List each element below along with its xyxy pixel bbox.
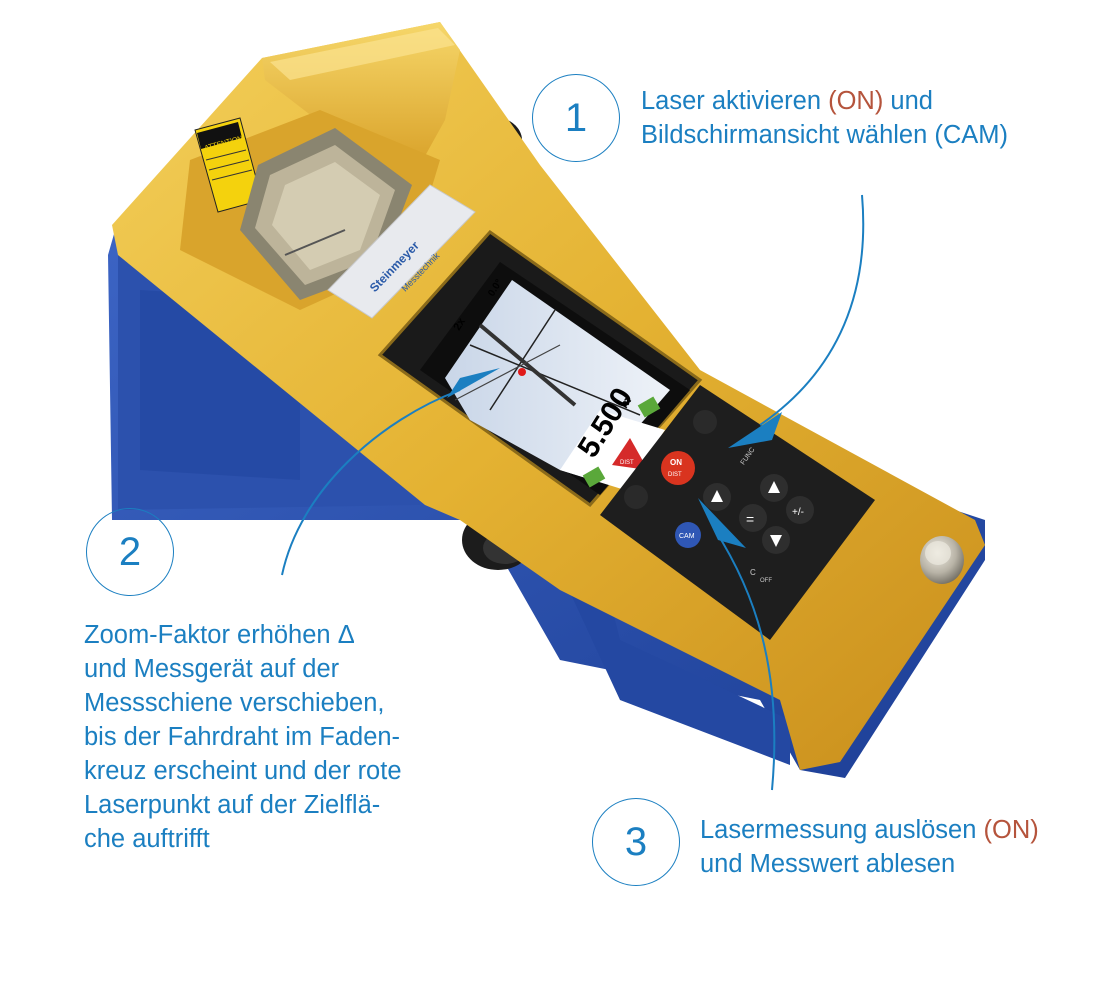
softkey-right[interactable]	[693, 410, 717, 434]
step2-line: Messschiene verschieben,	[84, 689, 385, 717]
step2-number: 2	[118, 529, 142, 574]
mode-green-icon	[637, 396, 661, 418]
mounting-knob	[920, 536, 964, 584]
step1-line2-text: Bildschirmansicht wählen	[641, 121, 935, 149]
equals-key[interactable]	[739, 504, 767, 532]
step3-on-key-ref: (ON)	[983, 816, 1039, 844]
cam-key[interactable]	[675, 522, 701, 548]
step1-number: 1	[564, 95, 588, 140]
step2-line: kreuz erscheint und der rote	[84, 757, 402, 785]
step3-number: 3	[624, 819, 648, 864]
step3-number-circle: 3	[592, 798, 680, 886]
dist-warning-icon	[612, 438, 648, 470]
step2-arrow-line	[281, 389, 461, 576]
step3-instruction: Lasermessung auslösen (ON) und Messwert …	[700, 813, 1039, 881]
step2-line: bis der Fahrdraht im Faden-	[84, 723, 401, 751]
triangle-up-icon	[711, 490, 723, 502]
step1-line1: Laser aktivieren (ON) und	[641, 84, 1008, 118]
step3-line2: und Messwert ablesen	[700, 850, 956, 878]
dist-icon-label: DIST	[620, 460, 634, 466]
equals-key-label: =	[746, 511, 754, 527]
step1-number-circle: 1	[532, 74, 620, 162]
off-key-label: OFF	[760, 578, 772, 584]
step3-line1: Lasermessung auslösen (ON)	[700, 813, 1039, 847]
step3-arrow-line	[714, 529, 776, 791]
callout-arrows	[281, 194, 865, 791]
softkey-left[interactable]	[624, 485, 648, 509]
step2-line: Zoom-Faktor erhöhen Δ	[84, 621, 355, 649]
plus-minus-key-label: +/-	[792, 507, 804, 518]
dist-key-label: DIST	[668, 472, 682, 478]
step1-arrowhead-icon	[728, 412, 782, 448]
step2-line: und Messgerät auf der	[84, 655, 340, 683]
triangle-down-icon	[770, 535, 782, 547]
cam-key-label: CAM	[679, 533, 695, 540]
step1-arrow-line	[759, 194, 865, 426]
clear-key-label: C	[750, 568, 756, 577]
on-key-label: ON	[670, 458, 682, 467]
step1-on-key-ref: (ON)	[828, 87, 884, 115]
laser-warning-label: ATTENTION	[194, 117, 263, 213]
triangle-up-icon	[768, 481, 780, 493]
step2-instruction: Zoom-Faktor erhöhen Δ und Messgerät auf …	[84, 618, 402, 856]
step1-cam-key-ref: (CAM)	[934, 121, 1009, 149]
step1-instruction: Laser aktivieren (ON) und Bildschirmansi…	[641, 84, 1008, 152]
camera-green-icon	[582, 466, 606, 488]
step1-line1-text: Laser aktivieren	[641, 87, 829, 115]
device-display: 5.500 m 2x 0.0° DIST	[377, 230, 703, 508]
plus-minus-key[interactable]	[786, 496, 814, 524]
step3-line1-text: Lasermessung auslösen	[700, 816, 984, 844]
device-keypad: ON DIST CAM = +/- FUNC C OFF	[600, 385, 875, 640]
step2-line: che auftrifft	[84, 825, 210, 853]
on-dist-key[interactable]	[661, 451, 695, 485]
step1-line1-suffix: und	[883, 87, 933, 115]
step1-line2: Bildschirmansicht wählen (CAM)	[641, 118, 1008, 152]
step3-arrowhead-icon	[698, 498, 746, 548]
step2-number-circle: 2	[86, 508, 174, 596]
step2-arrowhead-icon	[447, 368, 500, 398]
step2-line: Laserpunkt auf der Zielflä-	[84, 791, 381, 819]
